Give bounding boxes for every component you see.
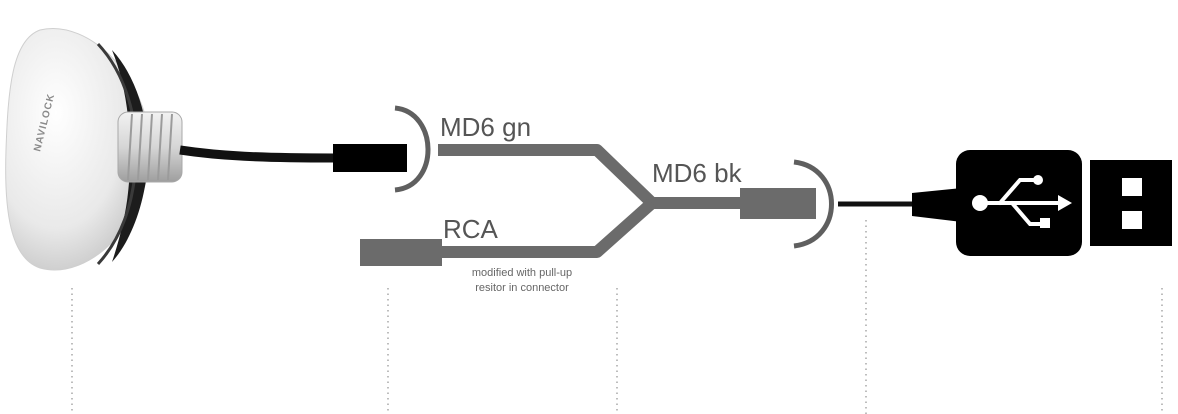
usb-connector-icon bbox=[1090, 160, 1172, 246]
md6-bk-bracket bbox=[793, 159, 834, 249]
note-line-2: resitor in connector bbox=[475, 282, 569, 294]
antenna-cable bbox=[179, 145, 336, 163]
label-md6-gn: MD6 gn bbox=[440, 112, 531, 142]
note-line-1: modified with pull-up bbox=[472, 267, 572, 279]
usb-strain-relief bbox=[912, 188, 962, 222]
gps-puck-icon: NAVILOCK bbox=[5, 28, 183, 271]
md6-plug-black bbox=[333, 144, 407, 172]
rca-plug bbox=[360, 239, 442, 266]
label-md6-bk: MD6 bk bbox=[652, 158, 743, 188]
label-rca: RCA bbox=[443, 214, 499, 244]
md6-gn-bracket bbox=[394, 105, 431, 193]
md6-bk-plug bbox=[740, 188, 816, 219]
usb-icon bbox=[956, 150, 1082, 256]
guide-lines bbox=[71, 220, 1163, 414]
cable-lower-branch bbox=[440, 198, 656, 258]
cable-upper-branch bbox=[438, 144, 745, 209]
